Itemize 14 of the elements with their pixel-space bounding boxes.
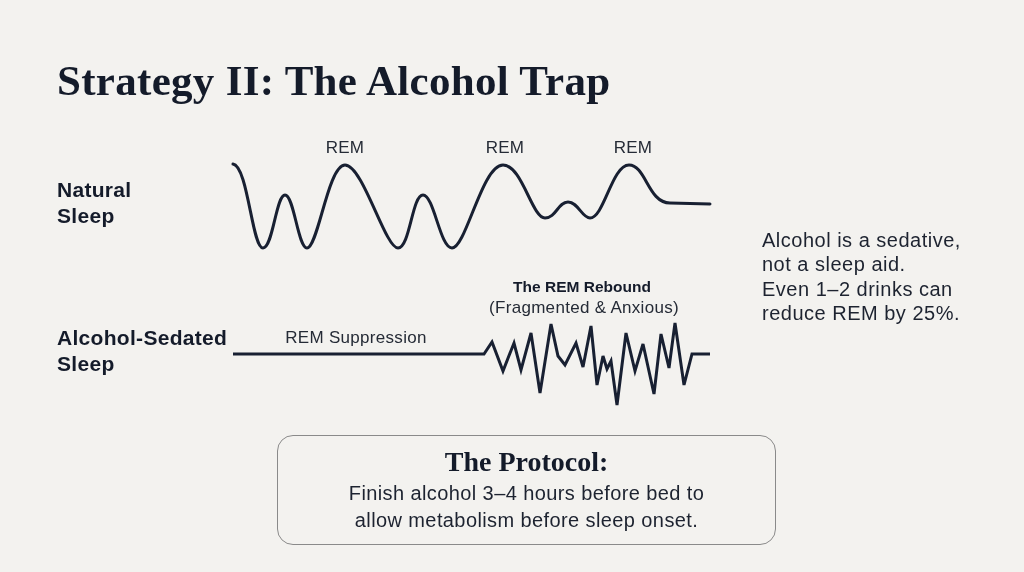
- peak-label: REM: [325, 138, 365, 158]
- box-text: Finish alcohol 3–4 hours before bed to allow metabolism before sleep onset.: [347, 481, 706, 533]
- box-heading: The Protocol:: [444, 446, 609, 478]
- annotation-text: (Fragmented & Anxious): [489, 298, 679, 318]
- peak-label: REM: [485, 138, 525, 158]
- slide-title: Strategy II: The Alcohol Trap: [57, 56, 611, 106]
- note-text: Even 1–2 drinks can reduce REM by 25%.: [762, 277, 961, 325]
- row-label: Alcohol-Sedated Sleep: [57, 325, 229, 377]
- peak-label: REM: [613, 138, 653, 158]
- annotation-heading: The REM Rebound: [513, 277, 651, 297]
- protocol-box: [277, 435, 776, 545]
- note-text: Alcohol is a sedative, not a sleep aid.: [762, 228, 962, 276]
- annotation-text: REM Suppression: [285, 328, 427, 348]
- row-label: Natural Sleep: [57, 177, 133, 229]
